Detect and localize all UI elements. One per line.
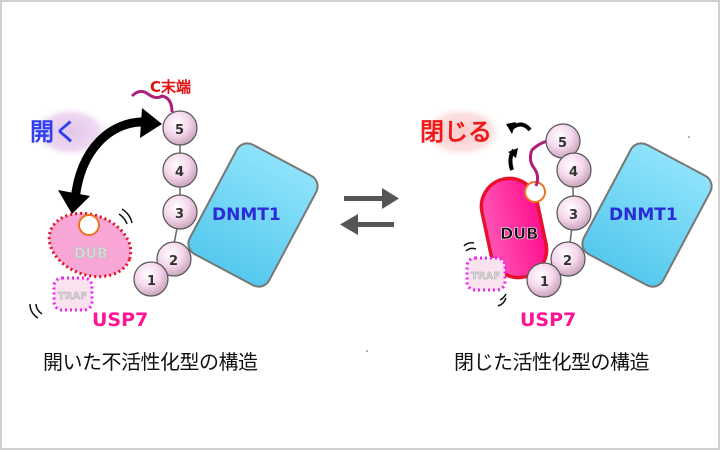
ubl-domain-2: [156, 241, 192, 277]
ubl-label-4: 4: [175, 165, 184, 180]
ubl-label-1: 1: [147, 274, 156, 289]
c-terminus-tail: [130, 89, 174, 113]
dub-label-closed: DUB: [500, 224, 538, 243]
close-arrows-icon: [506, 122, 532, 171]
dnmt1-box: [581, 142, 713, 288]
ubl-domain-3: [556, 195, 592, 231]
ubl-label-5: 5: [558, 136, 567, 151]
dnmt1-label-left: DNMT1: [212, 205, 281, 225]
right-panel: [420, 106, 713, 307]
ubl-domains-right: [526, 123, 592, 298]
ubl-label-4: 4: [569, 165, 578, 180]
ubl-domain-1: [526, 262, 562, 298]
stray-dot: [688, 136, 690, 138]
ubl-domain-4: [162, 152, 198, 188]
open-label: 開く: [30, 118, 78, 146]
ubl-label-3: 3: [175, 207, 184, 222]
traf-label-right: TRAF: [471, 271, 500, 282]
open-label-glow: [30, 106, 110, 158]
open-arrow-icon: [58, 108, 162, 214]
traf-label-left: TRAF: [58, 291, 87, 302]
ubl-label-1: 1: [540, 275, 549, 290]
dub-active-site: [78, 214, 100, 236]
c-terminus-label: C末端: [150, 78, 191, 96]
dnmt1-box: [187, 142, 319, 288]
traf-domain-right: [465, 256, 507, 292]
dnmt1-label-right: DNMT1: [609, 205, 678, 225]
motion-marks-icon: [29, 208, 133, 319]
ubl-label-3: 3: [569, 208, 578, 223]
ubl-domain-3: [162, 194, 198, 230]
left-panel: [29, 89, 319, 319]
close-label-glow: [420, 106, 504, 158]
caption-open-inactive: 開いた不活性化型の構造: [43, 350, 258, 374]
close-label: 閉じる: [420, 118, 492, 146]
ubl-label-5: 5: [175, 123, 184, 138]
dub-active-site: [524, 181, 546, 203]
ubl-domain-4: [556, 152, 592, 188]
usp7-label-left: USP7: [92, 309, 148, 331]
ubl-domains-left: [133, 110, 198, 297]
dub-domain-open: [47, 211, 133, 279]
ubl-label-2: 2: [563, 254, 572, 269]
ubl-domain-5: [162, 110, 198, 146]
dub-domain-closed: [479, 176, 549, 280]
motion-marks-icon: [463, 242, 507, 307]
caption-closed-active: 閉じた活性化型の構造: [454, 350, 650, 374]
traf-domain-left: [52, 276, 94, 312]
usp7-label-right: USP7: [520, 309, 576, 331]
c-terminus-tail: [528, 138, 553, 187]
ubl-domain-1: [133, 261, 169, 297]
ubl-label-2: 2: [169, 254, 178, 269]
ubl-domain-2: [550, 241, 586, 277]
stray-dot: [366, 350, 368, 352]
equilibrium-arrows-icon: [340, 188, 399, 235]
dub-label-open: DUB: [74, 246, 108, 262]
